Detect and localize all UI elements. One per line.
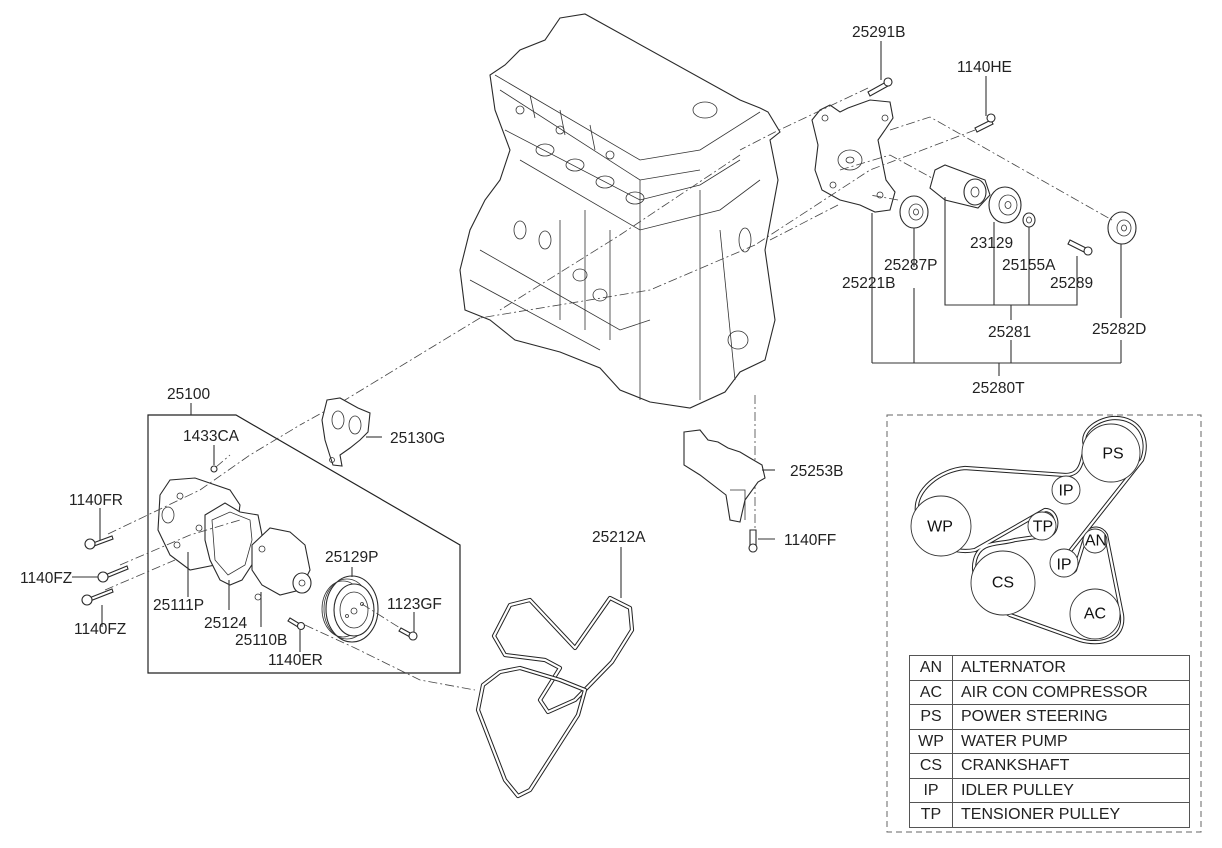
pulley-IP-lower bbox=[1049, 548, 1079, 578]
legend-row: WP WATER PUMP bbox=[909, 728, 1190, 754]
callout-25212A[interactable]: 25212A bbox=[592, 529, 646, 546]
callout-25287P[interactable]: 25287P bbox=[884, 257, 937, 274]
assembly-guide-lines-bottom bbox=[104, 424, 476, 691]
legend-code: PS bbox=[909, 704, 953, 730]
bracket-25253B-illustration bbox=[683, 429, 766, 553]
legend-row: CS CRANKSHAFT bbox=[909, 753, 1190, 779]
legend-code: AN bbox=[909, 655, 953, 681]
callout-1140ER[interactable]: 1140ER bbox=[268, 652, 323, 669]
callout-25282D[interactable]: 25282D bbox=[1092, 321, 1146, 338]
callout-25253B[interactable]: 25253B bbox=[790, 463, 843, 480]
legend-description: CRANKSHAFT bbox=[952, 753, 1190, 779]
callout-25110B[interactable]: 25110B bbox=[235, 632, 287, 649]
callout-25129P[interactable]: 25129P bbox=[325, 549, 378, 566]
leader-lines-top-right bbox=[871, 41, 1122, 376]
callout-1433CA[interactable]: 1433CA bbox=[183, 428, 240, 445]
pulley-CS bbox=[970, 550, 1036, 616]
water-pump-assembly-frame bbox=[147, 414, 461, 674]
pulley-legend-table: AN ALTERNATOR AC AIR CON COMPRESSOR PS P… bbox=[909, 655, 1190, 828]
callout-25221B[interactable]: 25221B bbox=[842, 275, 895, 292]
legend-description: WATER PUMP bbox=[952, 728, 1190, 754]
pulley-AC bbox=[1069, 588, 1121, 640]
pulley-label-AN: AN bbox=[1085, 533, 1107, 550]
callout-25291B[interactable]: 25291B bbox=[852, 24, 905, 41]
callout-1140HE[interactable]: 1140HE bbox=[957, 59, 1012, 76]
pulley-label-IP-upper: IP bbox=[1058, 483, 1073, 500]
legend-row: TP TENSIONER PULLEY bbox=[909, 802, 1190, 828]
belt-routing-diagram: PS IP WP TP AN IP CS AC bbox=[910, 415, 1147, 645]
pulley-label-WP: WP bbox=[927, 519, 953, 536]
part-callouts: 25291B 1140HE 23129 25287P 25155A 25221B… bbox=[20, 24, 1146, 669]
legend-description: ALTERNATOR bbox=[952, 655, 1190, 681]
callout-25100[interactable]: 25100 bbox=[167, 386, 210, 403]
assembly-guide-lines-top bbox=[299, 87, 1113, 535]
pulley-label-AC: AC bbox=[1084, 606, 1106, 623]
legend-row: IP IDLER PULLEY bbox=[909, 777, 1190, 803]
pulley-IP-upper bbox=[1051, 475, 1081, 505]
pulley-label-IP-lower: IP bbox=[1056, 557, 1071, 574]
legend-row: AC AIR CON COMPRESSOR bbox=[909, 679, 1190, 705]
legend-code: WP bbox=[909, 728, 953, 754]
callout-1140FZ-lower[interactable]: 1140FZ bbox=[74, 621, 126, 638]
pulley-label-TP: TP bbox=[1033, 519, 1053, 536]
legend-description: TENSIONER PULLEY bbox=[952, 802, 1190, 828]
callout-23129[interactable]: 23129 bbox=[970, 235, 1013, 252]
callout-25281[interactable]: 25281 bbox=[988, 324, 1031, 341]
pulley-label-PS: PS bbox=[1102, 446, 1123, 463]
tensioner-assembly-illustration bbox=[811, 77, 1137, 256]
pulley-label-CS: CS bbox=[992, 575, 1014, 592]
callout-25155A[interactable]: 25155A bbox=[1002, 257, 1056, 274]
legend-code: TP bbox=[909, 802, 953, 828]
callout-25289[interactable]: 25289 bbox=[1050, 275, 1093, 292]
legend-description: AIR CON COMPRESSOR bbox=[952, 679, 1190, 705]
pulley-WP bbox=[910, 495, 972, 557]
legend-code: AC bbox=[909, 679, 953, 705]
legend-row: AN ALTERNATOR bbox=[909, 655, 1190, 681]
water-pump-illustration bbox=[81, 465, 418, 643]
legend-description: POWER STEERING bbox=[952, 704, 1190, 730]
callout-1140FF[interactable]: 1140FF bbox=[784, 532, 836, 549]
callout-1140FZ-upper[interactable]: 1140FZ bbox=[20, 570, 72, 587]
legend-description: IDLER PULLEY bbox=[952, 777, 1190, 803]
callout-25130G[interactable]: 25130G bbox=[390, 430, 445, 447]
gasket-25130G-illustration bbox=[321, 397, 371, 467]
drive-belt-25212A-illustration bbox=[475, 595, 635, 799]
leader-lines-lower-left bbox=[72, 436, 775, 652]
belt-routing-inset-frame bbox=[886, 414, 1202, 833]
legend-code: IP bbox=[909, 777, 953, 803]
legend-code: CS bbox=[909, 753, 953, 779]
callout-25280T[interactable]: 25280T bbox=[972, 380, 1025, 397]
pulley-AN bbox=[1082, 528, 1108, 554]
engine-block-illustration bbox=[459, 13, 781, 409]
callout-1123GF[interactable]: 1123GF bbox=[387, 596, 442, 613]
callout-25111P[interactable]: 25111P bbox=[153, 597, 204, 614]
pulley-PS bbox=[1081, 423, 1141, 483]
pulley-TP bbox=[1027, 511, 1057, 541]
callout-1140FR[interactable]: 1140FR bbox=[69, 492, 123, 509]
callout-25124[interactable]: 25124 bbox=[204, 615, 247, 632]
legend-row: PS POWER STEERING bbox=[909, 704, 1190, 730]
